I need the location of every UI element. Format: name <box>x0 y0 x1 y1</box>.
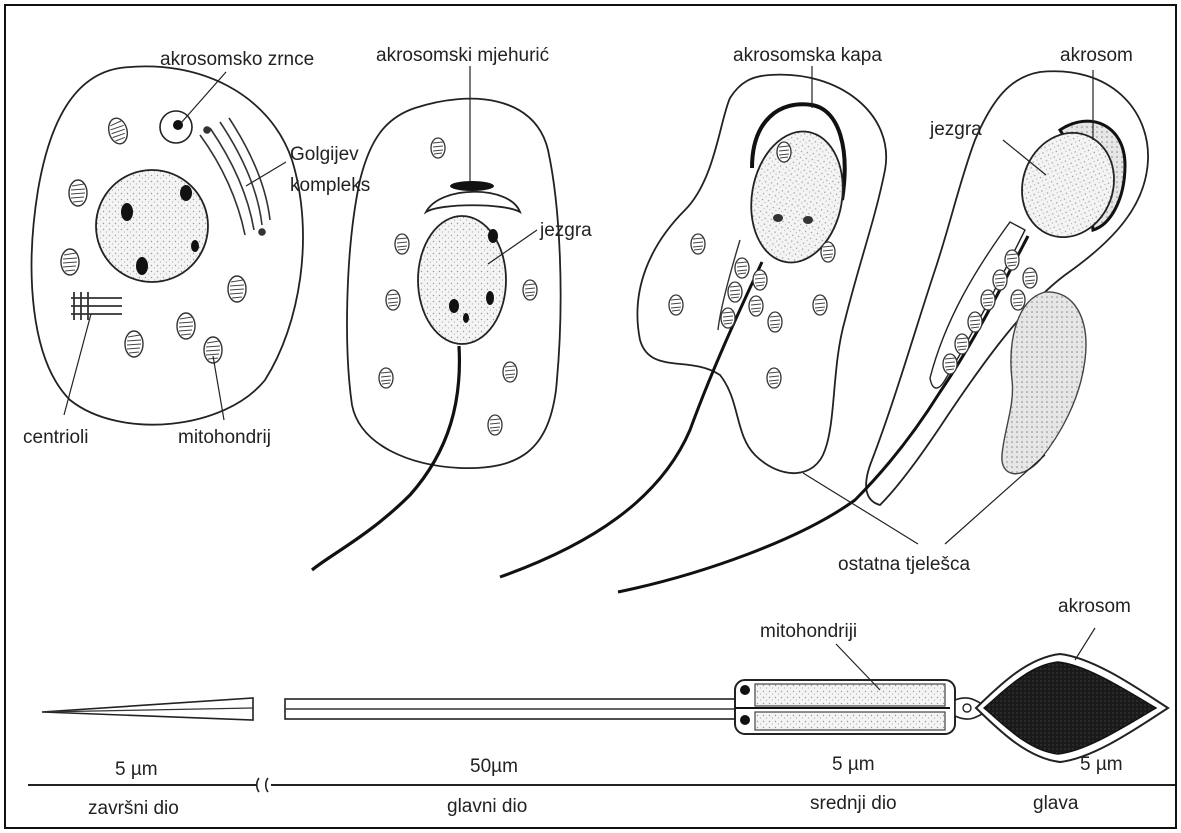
scale-bar <box>28 778 1175 792</box>
label-kompleks: kompleks <box>290 175 370 196</box>
label-centrioli: centrioli <box>23 427 88 448</box>
spermatid-cell-1 <box>32 66 303 424</box>
mitochondrion <box>1023 268 1037 288</box>
nucleus-chromatin <box>463 313 469 323</box>
mitochondrion <box>61 249 79 275</box>
leader-akrosom-2 <box>1075 628 1095 660</box>
label-akrosomski-mjehuric: akrosomski mjehurić <box>376 45 549 66</box>
nucleus-chromatin <box>803 216 813 224</box>
label-akrosom-2: akrosom <box>1058 596 1131 617</box>
mature-sperm <box>42 628 1168 762</box>
mitochondrion <box>386 290 400 310</box>
mitochondrion <box>691 234 705 254</box>
scale-length-glava: 5 µm <box>1080 754 1123 775</box>
nucleus-chromatin <box>773 214 783 222</box>
mitochondrion <box>669 295 683 315</box>
label-akrosomsko-zrnce: akrosomsko zrnce <box>160 49 314 70</box>
sperm-head-nucleus <box>984 662 1156 754</box>
leader-ostatna-1 <box>803 473 918 544</box>
mitochondrion <box>943 354 957 374</box>
mitochondrion <box>955 334 969 354</box>
mitochondrion <box>753 270 767 290</box>
label-mitohondrij: mitohondrij <box>178 427 271 448</box>
leader-ostatna-2 <box>945 455 1045 544</box>
mitochondrion <box>993 270 1007 290</box>
label-akrosom-1: akrosom <box>1060 45 1133 66</box>
scale-length-srednji: 5 µm <box>832 754 875 775</box>
mitochondrion <box>767 368 781 388</box>
centriole-dot <box>740 685 750 695</box>
centriole-dot <box>740 715 750 725</box>
acrosomal-granule-2 <box>450 181 494 191</box>
mitochondrion <box>968 312 982 332</box>
mitochondrion <box>177 313 195 339</box>
scale-name-glavni: glavni dio <box>447 796 527 817</box>
scale-name-glava: glava <box>1033 793 1079 814</box>
scale-break-mark <box>257 778 268 792</box>
mitochondrion <box>69 180 87 206</box>
nucleus-chromatin <box>180 185 192 201</box>
label-ostatna-tjelesca: ostatna tjelešca <box>838 554 970 575</box>
mitochondrion <box>379 368 393 388</box>
mitochondrion <box>431 138 445 158</box>
mitochondrion <box>503 362 517 382</box>
nucleus-chromatin <box>136 257 148 275</box>
scale-name-zavrsni: završni dio <box>88 798 179 819</box>
label-jezgra-1: jezgra <box>539 220 592 241</box>
spermatid-cell-2 <box>312 66 561 570</box>
mitochondrion <box>1011 290 1025 310</box>
mitochondrion <box>125 331 143 357</box>
label-golgijev: Golgijev <box>290 144 359 165</box>
mitochondrion <box>981 290 995 310</box>
mitochondrion <box>395 234 409 254</box>
mitochondrial-sheath-bottom <box>755 712 945 730</box>
label-mitohondriji: mitohondriji <box>760 621 857 642</box>
scale-name-srednji: srednji dio <box>810 793 897 814</box>
acrosomal-granule <box>173 120 183 130</box>
mitochondrion <box>768 312 782 332</box>
mitochondrion <box>777 142 791 162</box>
nucleus-chromatin <box>449 299 459 313</box>
neck-centriole <box>963 704 971 712</box>
mitochondrion <box>728 282 742 302</box>
label-akrosomska-kapa: akrosomska kapa <box>733 45 882 66</box>
mitochondrion <box>488 415 502 435</box>
mitochondrion <box>721 308 735 328</box>
nucleus-chromatin <box>191 240 199 252</box>
mitochondrion <box>1005 250 1019 270</box>
scale-length-zavrsni: 5 µm <box>115 759 158 780</box>
mitochondrion <box>523 280 537 300</box>
mitochondrial-sheath-top <box>755 684 945 706</box>
nucleus-chromatin <box>486 291 494 305</box>
mitochondrion <box>228 276 246 302</box>
label-jezgra-2: jezgra <box>929 119 982 140</box>
scale-length-glavni: 50µm <box>470 756 518 777</box>
mitochondrion <box>821 242 835 262</box>
nucleus-chromatin <box>488 229 498 243</box>
cell-1-nucleus <box>96 170 208 282</box>
mitochondrion <box>749 296 763 316</box>
nucleus-chromatin <box>121 203 133 221</box>
mitochondrion <box>813 295 827 315</box>
mitochondrion <box>735 258 749 278</box>
